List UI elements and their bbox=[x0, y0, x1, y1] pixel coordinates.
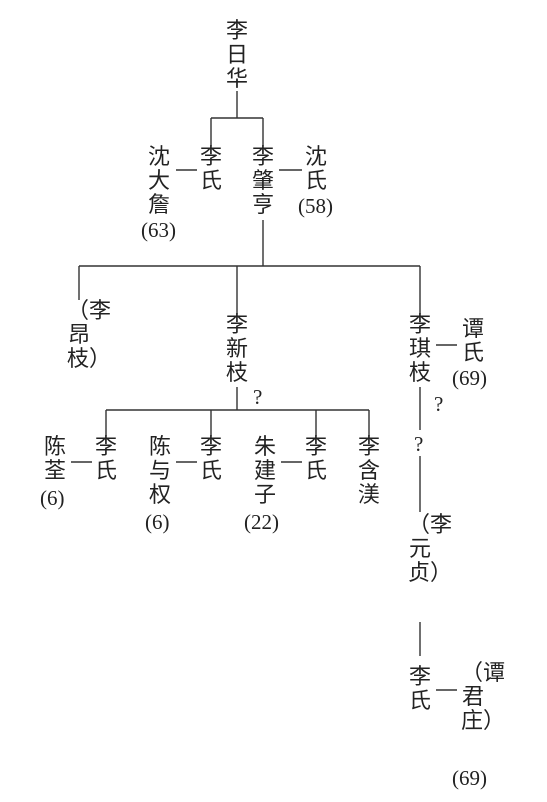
person-li-zhaoheng: 李肇亨 bbox=[251, 145, 274, 218]
question-mark: ? bbox=[253, 385, 263, 409]
age-zhu-jianzi: (22) bbox=[244, 510, 279, 534]
question-mark: ? bbox=[434, 392, 444, 416]
person-li-rihua: 李日华 bbox=[225, 19, 248, 92]
age-tan-shi: (69) bbox=[452, 366, 487, 390]
person-li-qizhi: 李琪枝 bbox=[408, 313, 431, 386]
person-li-shi-wife-chen-yuquan: 李氏 bbox=[199, 435, 222, 484]
person-li-yuanzhen: （李元贞） bbox=[408, 513, 453, 586]
person-li-shi-daughter: 李氏 bbox=[199, 145, 222, 194]
age-tan-junzhuang: (69) bbox=[452, 766, 487, 790]
person-li-shi-wife-zhu-jianzi: 李氏 bbox=[304, 435, 327, 484]
person-li-hanyang: 李含渼 bbox=[357, 435, 380, 508]
person-li-xinzhi: 李新枝 bbox=[225, 313, 248, 386]
person-li-angzhi: （李昂枝） bbox=[67, 299, 112, 372]
question-mark: ? bbox=[414, 432, 424, 456]
person-zhu-jianzi: 朱建子 bbox=[253, 435, 276, 508]
person-li-shi-wife-chen-quan: 李氏 bbox=[94, 435, 117, 484]
person-shen-dazhan: 沈大詹 bbox=[147, 145, 170, 218]
person-chen-yuquan: 陈与权 bbox=[148, 435, 171, 508]
age-shen-shi: (58) bbox=[298, 194, 333, 218]
person-tan-shi: 谭氏 bbox=[461, 317, 484, 366]
age-chen-yuquan: (6) bbox=[145, 510, 170, 534]
age-chen-quan: (6) bbox=[40, 486, 65, 510]
person-chen-quan: 陈荃 bbox=[43, 435, 66, 484]
age-shen-dazhan: (63) bbox=[141, 218, 176, 242]
person-shen-shi: 沈氏 bbox=[304, 145, 327, 194]
person-li-shi-granddaughter: 李氏 bbox=[408, 665, 431, 714]
person-tan-junzhuang: （谭君庄） bbox=[461, 661, 506, 734]
